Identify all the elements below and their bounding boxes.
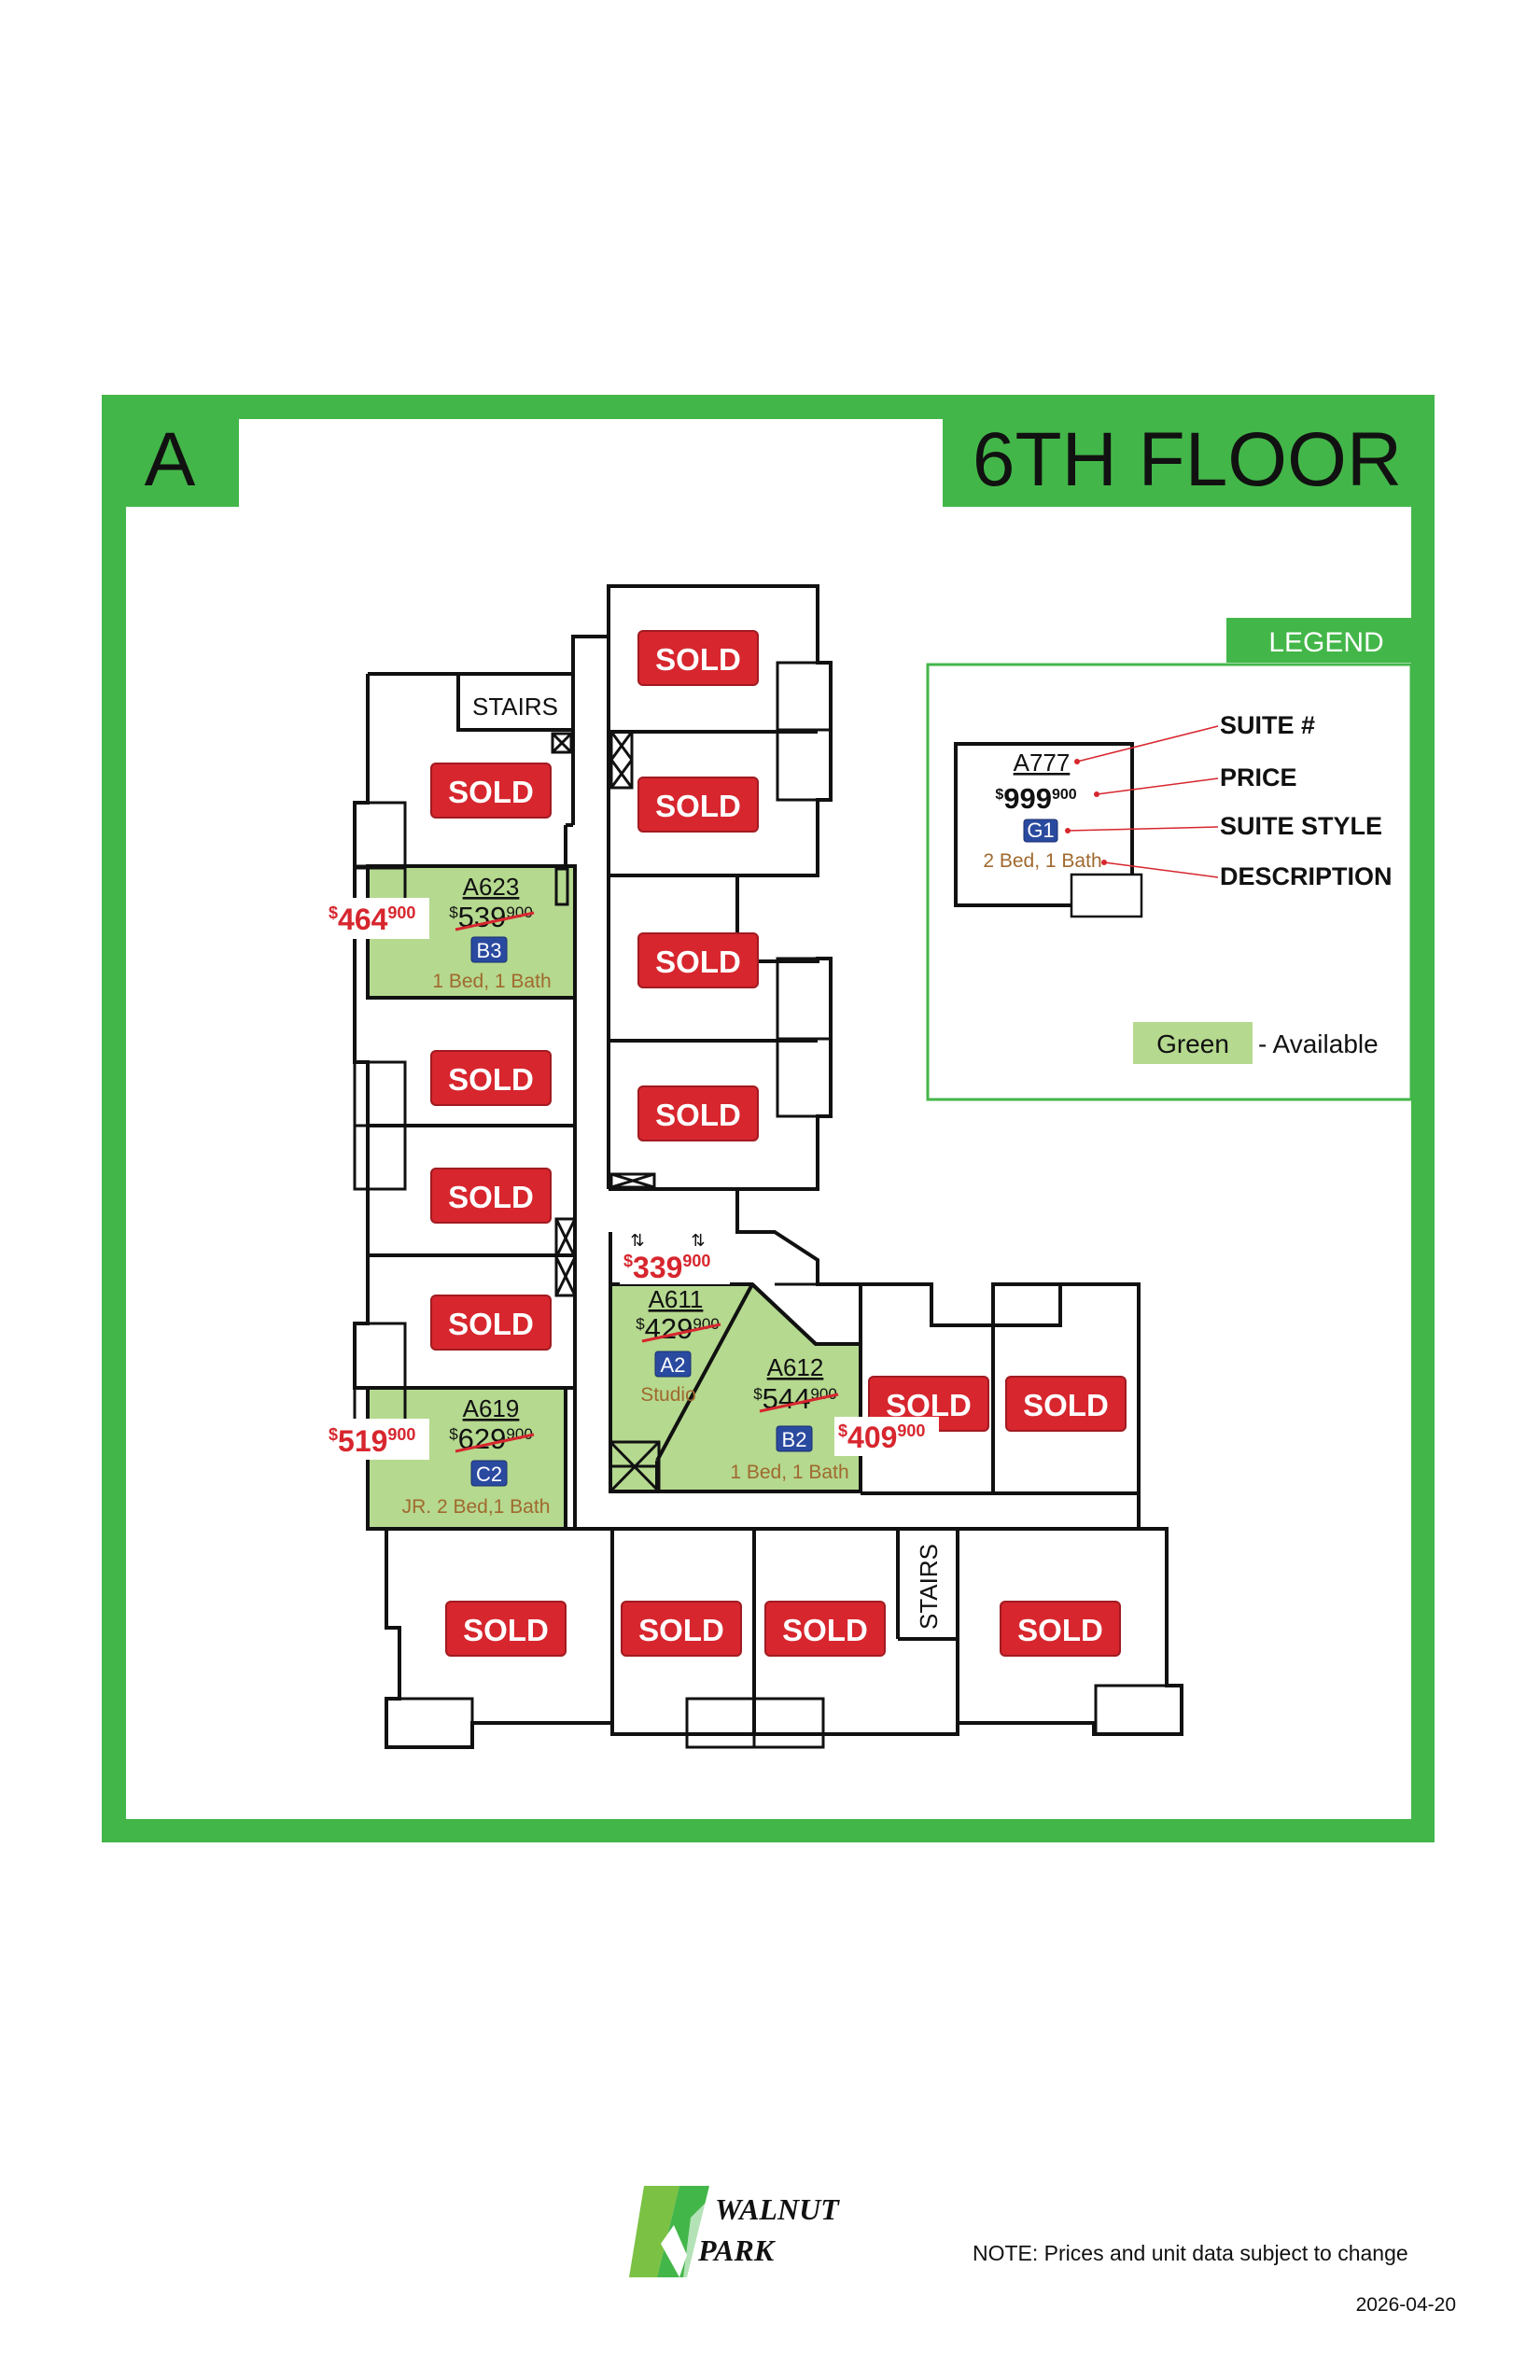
unit-a623-desc: 1 Bed, 1 Bath [432,971,551,992]
brand-line2: PARK [697,2233,777,2267]
legend-sample-price: $999900 [995,782,1076,815]
unit-a623[interactable]: A623 $539900 B3 1 Bed, 1 Bath $464900 [325,873,552,992]
legend-label-suite: SUITE # [1220,711,1315,739]
svg-text:SOLD: SOLD [655,789,741,823]
svg-text:SOLD: SOLD [638,1613,724,1647]
unit-a619-new-price: $519900 [329,1424,415,1458]
legend-available-text: - Available [1258,1029,1379,1058]
walnut-park-logo [629,2186,709,2277]
svg-text:SOLD: SOLD [463,1613,549,1647]
svg-text:SOLD: SOLD [448,1062,534,1097]
legend-label-description: DESCRIPTION [1220,862,1393,890]
unit-a611-style: A2 [661,1353,686,1377]
floor-plan: STAIRS [353,584,1183,1749]
sold-badge: SOLD [637,932,759,988]
sold-badges: SOLD SOLD SOLD SOLD SOLD SOLD SOLD SOLD … [430,630,1127,1657]
frame [102,395,1435,1842]
sold-badge: SOLD [430,763,552,819]
stairs-label-south: STAIRS [915,1544,943,1630]
unit-a619-suite: A619 [463,1394,520,1422]
svg-text:⇅: ⇅ [630,1231,644,1251]
legend-sample-suite: A777 [1014,749,1071,777]
unit-a612-style: B2 [782,1428,807,1451]
sold-badge: SOLD [1000,1601,1121,1657]
unit-a611[interactable]: $339900 A611 $429900 A2 Studio [620,1247,730,1406]
svg-text:SOLD: SOLD [782,1613,868,1647]
svg-text:SOLD: SOLD [448,775,534,809]
sold-badge: SOLD [621,1601,742,1657]
sold-badge: SOLD [430,1050,552,1106]
svg-text:SOLD: SOLD [655,945,741,979]
unit-a623-suite: A623 [463,873,520,901]
legend-available-swatch: Green [1156,1029,1229,1058]
svg-text:SOLD: SOLD [448,1307,534,1341]
legend-sample-desc: 2 Bed, 1 Bath [983,850,1101,872]
sold-badge: SOLD [1005,1376,1127,1432]
legend: LEGEND A777 $999900 G1 2 Bed, 1 Bath SUI… [926,618,1413,1101]
unit-a611-new-price: $339900 [623,1251,710,1284]
unit-a619-style: C2 [476,1463,502,1486]
stairs-label-north: STAIRS [472,693,558,721]
svg-text:SOLD: SOLD [655,642,741,677]
svg-text:SOLD: SOLD [1023,1388,1109,1422]
unit-a612-suite: A612 [767,1353,824,1381]
svg-text:⇅: ⇅ [691,1231,705,1251]
legend-sample-style: G1 [1027,819,1054,842]
sold-badge: SOLD [637,777,759,833]
sold-badge: SOLD [764,1601,886,1657]
svg-text:SOLD: SOLD [886,1388,972,1422]
unit-a612-new-price: $409900 [838,1421,925,1454]
unit-a612-desc: 1 Bed, 1 Bath [730,1462,848,1483]
unit-a623-style: B3 [477,939,502,962]
unit-a623-new-price: $464900 [329,903,415,936]
legend-label-style: SUITE STYLE [1220,812,1382,840]
sold-badge: SOLD [445,1601,567,1657]
unit-a612[interactable]: A612 $544900 B2 1 Bed, 1 Bath $409900 [730,1353,939,1483]
unit-a611-desc: Studio [640,1384,696,1406]
brand-line1: WALNUT [715,2192,840,2226]
unit-a611-suite: A611 [649,1285,704,1313]
building-letter: A [145,417,196,502]
svg-text:SOLD: SOLD [448,1180,534,1214]
sold-badge: SOLD [637,630,759,686]
floor-title: 6TH FLOOR [973,417,1402,502]
sold-badge: SOLD [637,1085,759,1141]
svg-text:SOLD: SOLD [1017,1613,1103,1647]
legend-label-price: PRICE [1220,763,1297,791]
sold-badge: SOLD [430,1168,552,1224]
sold-badge: SOLD [430,1295,552,1351]
legend-title: LEGEND [1268,627,1383,658]
unit-a619-desc: JR. 2 Bed,1 Bath [402,1496,551,1518]
unit-a619[interactable]: A619 $629900 C2 JR. 2 Bed,1 Bath $519900 [325,1394,550,1518]
footer-date: 2026-04-20 [1356,2294,1456,2316]
footer-note: NOTE: Prices and unit data subject to ch… [973,2241,1408,2265]
svg-text:SOLD: SOLD [655,1098,741,1132]
